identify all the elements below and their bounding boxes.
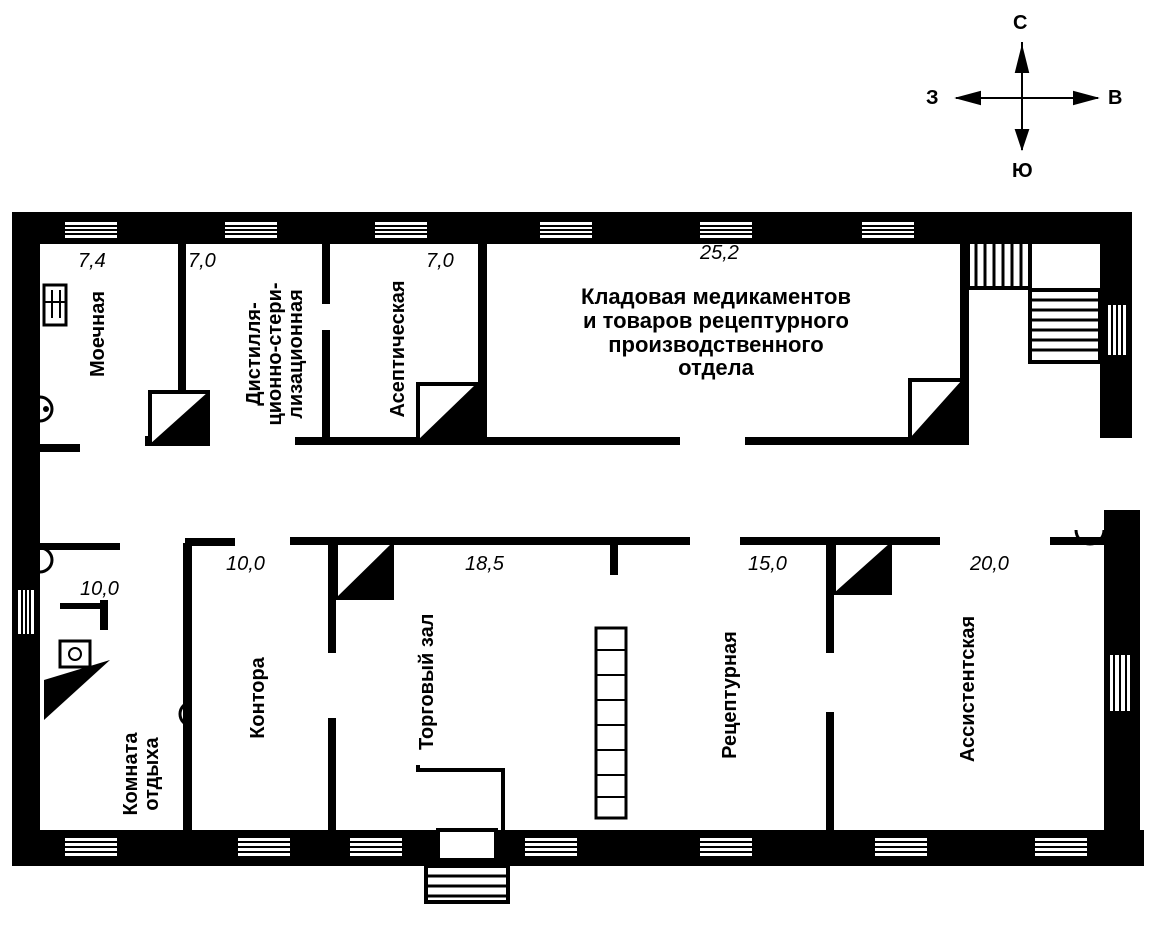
- room-label-rest-line1: Комната: [120, 732, 142, 816]
- wall-storage-stair: [960, 244, 969, 444]
- wall-distill-aseptic-lower: [322, 330, 330, 440]
- area-assistant: 20,0: [970, 553, 1009, 575]
- corridor-north-wall-1: [40, 444, 80, 452]
- room-label-distill-line3: лизационная: [285, 289, 307, 419]
- compass-rose: [954, 42, 1100, 152]
- stove-distill: [148, 390, 210, 446]
- window-south-5: [700, 838, 752, 856]
- window-north-3: [375, 222, 427, 238]
- wall-presc-assist-lower: [826, 712, 834, 833]
- north-arrow-icon: [1014, 47, 1030, 73]
- east-arrow-icon: [1073, 90, 1100, 106]
- stoves: [44, 378, 964, 720]
- compass-south-label: Ю: [1012, 160, 1033, 182]
- room-label-storage: Кладовая медикаментов и товаров рецептур…: [536, 285, 896, 380]
- radiator-assistant: [1074, 529, 1106, 546]
- room-label-wash: Моечная: [87, 291, 109, 377]
- fixtures: [39, 283, 1106, 832]
- room-label-storage-line2: и товаров рецептурного: [582, 307, 849, 333]
- room-label-distill: Дистилля- ционно-стери- лизационная: [243, 254, 316, 454]
- compass-west-label: З: [926, 87, 939, 109]
- wall-rest-office: [183, 543, 192, 833]
- window-north-4: [540, 222, 592, 238]
- entrance-vestibule: [416, 765, 505, 832]
- window-north-1: [65, 222, 117, 238]
- wall-sales-presc-stub: [610, 543, 618, 575]
- room-label-storage-line4: отдела: [678, 355, 754, 381]
- wall-office-sales-upper: [328, 543, 336, 653]
- windows: [18, 222, 1130, 856]
- south-arrow-icon: [1014, 129, 1030, 152]
- stove-sales: [334, 541, 394, 600]
- wall-presc-assist-upper: [826, 543, 834, 653]
- west-wall: [12, 212, 40, 866]
- entrance-steps: [424, 828, 510, 904]
- west-arrow-icon: [954, 90, 981, 106]
- window-south-3: [350, 838, 402, 856]
- room-label-rest: Комната отдыха: [120, 709, 169, 839]
- corridor-south-wall-2: [185, 538, 235, 546]
- rest-room-stub-h: [60, 603, 100, 609]
- window-south-4: [525, 838, 577, 856]
- compass-north-label: С: [1013, 12, 1028, 34]
- room-label-assistant: Ассистентская: [957, 615, 979, 763]
- corridor-north-wall-5: [745, 437, 969, 445]
- stove-storage: [908, 378, 964, 440]
- area-office: 10,0: [226, 553, 265, 575]
- wall-wash-distill: [178, 244, 186, 392]
- window-south-1: [65, 838, 117, 856]
- window-north-6: [862, 222, 914, 238]
- room-label-office: Контора: [247, 657, 269, 739]
- stove-rest: [44, 660, 110, 720]
- room-label-prescription: Рецептурная: [719, 631, 741, 759]
- window-east-2: [1110, 655, 1130, 711]
- window-west-1: [18, 590, 34, 634]
- window-south-7: [1035, 838, 1087, 856]
- stove-aseptic: [416, 382, 478, 442]
- window-east-1: [1108, 305, 1126, 355]
- area-prescription: 15,0: [748, 553, 787, 575]
- area-storage: 25,2: [700, 242, 739, 264]
- radiator-office: [178, 700, 193, 728]
- wall-office-sales-lower: [328, 718, 336, 833]
- wash-sink: [42, 283, 68, 327]
- rest-room-stub: [100, 600, 108, 630]
- area-wash: 7,4: [78, 250, 106, 272]
- corridor-south-wall-3: [290, 537, 690, 545]
- window-north-2: [225, 222, 277, 238]
- south-wall: [12, 830, 1144, 866]
- rest-sink: [58, 639, 92, 669]
- corridor-south-wall-1: [40, 543, 120, 550]
- corridor-south-wall-5: [1050, 537, 1106, 545]
- wall-distill-aseptic-upper: [322, 244, 330, 304]
- radiator-rest: [39, 546, 54, 574]
- stove-assistant: [832, 541, 892, 595]
- area-distill: 7,0: [188, 250, 216, 272]
- area-sales: 18,5: [465, 553, 504, 575]
- room-label-storage-line3: производственного: [608, 331, 824, 357]
- room-label-storage-line1: Кладовая медикаментов: [581, 284, 851, 309]
- room-label-distill-line1: Дистилля-: [243, 302, 265, 406]
- window-north-5: [700, 222, 752, 238]
- room-label-sales: Торговый зал: [416, 613, 438, 750]
- sales-counter: [594, 626, 628, 820]
- compass-east-label: В: [1108, 87, 1123, 109]
- room-label-distill-line2: ционно-стери-: [264, 282, 286, 426]
- corridor-north-wall-3: [295, 437, 493, 445]
- window-south-6: [875, 838, 927, 856]
- staircase-northeast: [966, 234, 1102, 364]
- area-aseptic: 7,0: [426, 250, 454, 272]
- wall-aseptic-storage: [478, 244, 487, 444]
- area-rest: 10,0: [80, 578, 119, 600]
- window-south-2: [238, 838, 290, 856]
- room-label-aseptic: Асептическая: [387, 280, 409, 418]
- room-label-rest-line2: отдыха: [141, 737, 163, 811]
- corridor-north-wall-4: [480, 437, 680, 445]
- radiator-wash: [39, 395, 54, 423]
